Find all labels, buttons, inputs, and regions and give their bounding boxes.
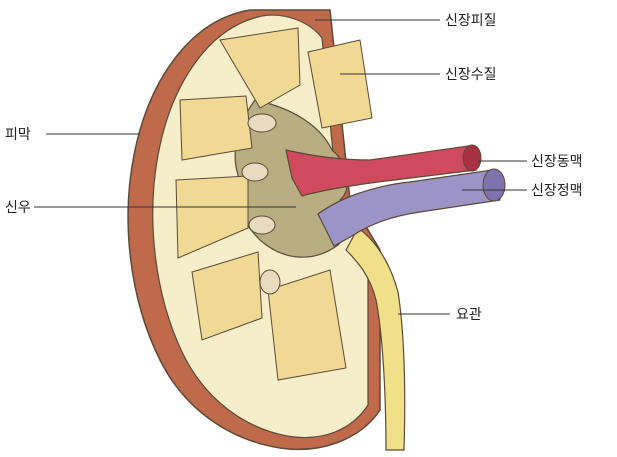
label-vein: 신장정맥 bbox=[531, 183, 583, 199]
renal-vein-end bbox=[483, 169, 505, 201]
label-cortex: 신장피질 bbox=[445, 13, 497, 29]
label-medulla: 신장수질 bbox=[445, 67, 497, 83]
label-pelvis: 신우 bbox=[5, 200, 31, 216]
renal-artery-end bbox=[463, 145, 481, 171]
label-capsule: 피막 bbox=[5, 127, 31, 143]
label-ureter: 요관 bbox=[456, 307, 482, 323]
label-artery: 신장동맥 bbox=[531, 154, 583, 170]
